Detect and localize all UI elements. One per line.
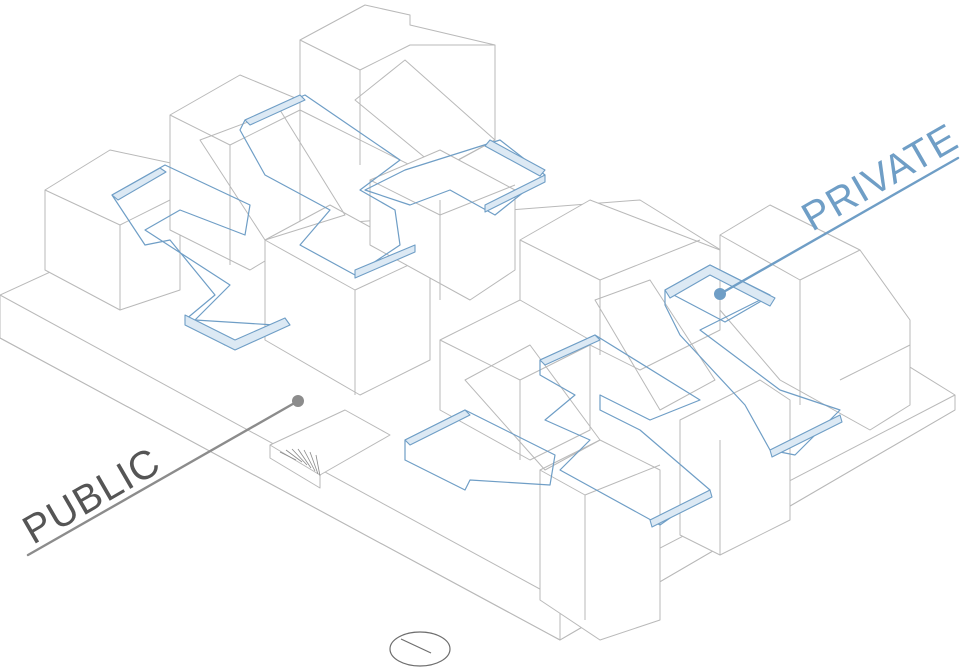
terrace-upper-center xyxy=(239,94,401,276)
terrace-lower-left xyxy=(404,409,556,491)
terrace-parapets xyxy=(111,94,843,528)
private-leader-line xyxy=(718,156,960,296)
rooftop-terraces xyxy=(111,94,843,528)
building-masses xyxy=(44,4,911,641)
public-label: PUBLIC xyxy=(16,439,168,552)
stair-hatch xyxy=(279,448,321,477)
private-label: PRIVATE xyxy=(795,116,961,240)
public-leader-line xyxy=(26,399,300,557)
north-arrow-icon xyxy=(389,631,451,667)
public-courtyard xyxy=(269,409,391,489)
private-marker-dot xyxy=(714,288,726,300)
public-marker-dot xyxy=(292,395,304,407)
